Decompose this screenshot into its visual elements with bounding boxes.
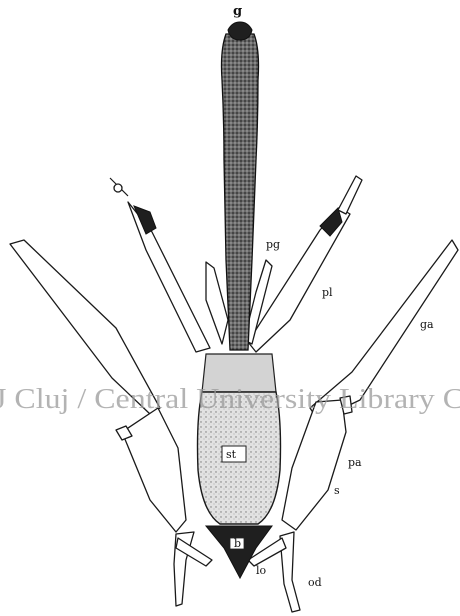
label-pa: pa [348, 456, 362, 469]
label-ga: ga [420, 318, 434, 331]
right-pa-segment [282, 400, 346, 530]
label-s: s [334, 484, 340, 497]
stalk-cap [228, 22, 252, 40]
left-pg-fin [206, 262, 228, 344]
right-pl-stalk [338, 176, 362, 214]
label-pg: pg [266, 238, 280, 251]
label-od: od [308, 576, 322, 589]
label-st: st [226, 448, 237, 461]
left-pl-arm [128, 202, 210, 352]
label-pl: pl [322, 286, 333, 299]
left-pa-segment [122, 408, 186, 532]
left-pl-bulb [114, 184, 122, 192]
watermark-text: J Cluj / Central University Library C [0, 383, 460, 415]
label-b: b [234, 537, 241, 550]
label-g: g [233, 4, 242, 19]
label-lo: lo [256, 564, 267, 577]
